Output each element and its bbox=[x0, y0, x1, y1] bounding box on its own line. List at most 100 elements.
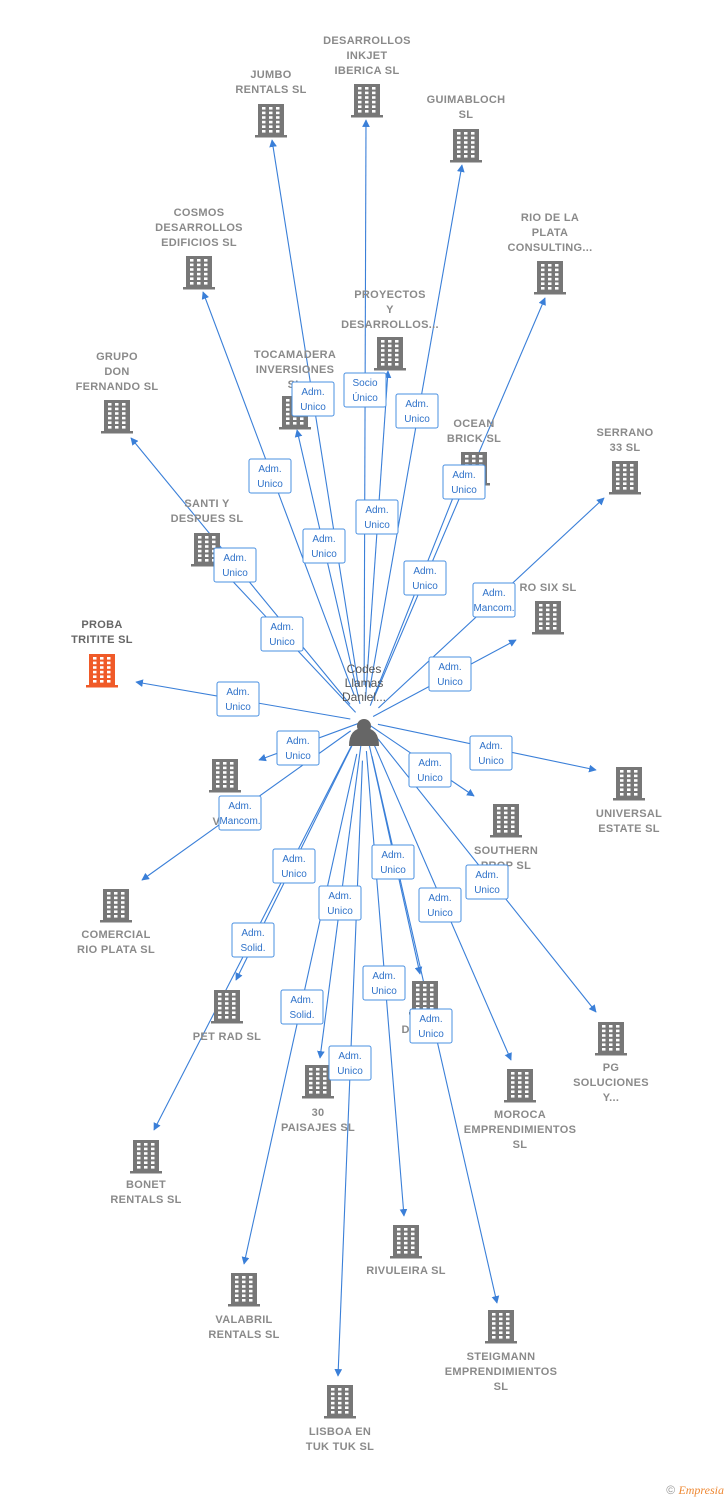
company-label-line: PLATA bbox=[532, 227, 569, 239]
relation-label-text: Adm. bbox=[452, 470, 475, 481]
relation-label-riodelaplata[interactable]: Adm.Unico bbox=[442, 464, 486, 500]
relation-label-rosix[interactable]: Adm.Unico bbox=[428, 656, 472, 692]
relation-label-box bbox=[362, 965, 406, 1001]
building-icon bbox=[324, 1385, 356, 1419]
relation-label-box bbox=[409, 1008, 453, 1044]
relation-label-text: Adm. bbox=[475, 870, 498, 881]
relation-label-proba[interactable]: Adm.Unico bbox=[216, 681, 260, 717]
company-label-line: RO SIX SL bbox=[519, 582, 576, 594]
relation-label-box bbox=[291, 381, 335, 417]
relation-label-text: Unico bbox=[269, 637, 295, 648]
building-icon bbox=[613, 767, 645, 801]
relation-label-text: Adm. bbox=[413, 566, 436, 577]
relation-label-santi[interactable]: Adm.Unico bbox=[260, 616, 304, 652]
footer-brand[interactable]: © Empresia bbox=[666, 1483, 724, 1498]
company-label-line: BRICK SL bbox=[447, 433, 501, 445]
company-label-line: SL bbox=[459, 109, 474, 121]
relation-label-text: Adm. bbox=[286, 736, 309, 747]
building-icon bbox=[209, 759, 241, 793]
company-node-rivuleira[interactable]: RIVULEIRA SL bbox=[366, 1225, 446, 1277]
relation-label-tocamadera[interactable]: Adm.Unico bbox=[302, 528, 346, 564]
relation-label-box bbox=[216, 681, 260, 717]
relation-label-text: Adm. bbox=[405, 399, 428, 410]
company-label-line: TOCAMADERA bbox=[254, 349, 336, 361]
company-node-southern[interactable]: SOUTHERNPROP SL bbox=[474, 804, 538, 872]
relation-label-universal[interactable]: Adm.Unico bbox=[469, 735, 513, 771]
company-label-line: CONSULTING... bbox=[508, 242, 593, 254]
company-label-line: BONET bbox=[126, 1179, 166, 1191]
center-person[interactable]: CodesLlamasDaniel... bbox=[342, 662, 386, 746]
relation-label-petrad[interactable]: Adm.Unico bbox=[272, 848, 316, 884]
relation-label-steigmann[interactable]: Adm.Unico bbox=[409, 1008, 453, 1044]
relation-label-guimabloch[interactable]: Adm.Unico bbox=[395, 393, 439, 429]
company-label-line: GRUPO bbox=[96, 351, 138, 363]
company-node-petrad[interactable]: PET RAD SL bbox=[193, 990, 261, 1043]
company-node-rosix[interactable]: RO SIX SL bbox=[519, 582, 576, 635]
relation-label-lisboa[interactable]: Adm.Unico bbox=[328, 1045, 372, 1081]
relation-label-text: Socio bbox=[352, 378, 377, 389]
relation-label-text: Adm. bbox=[241, 928, 264, 939]
relation-label-box bbox=[408, 752, 452, 788]
company-label-line: PAISAJES SL bbox=[281, 1122, 355, 1134]
relation-label-serrano[interactable]: Adm.Mancom. bbox=[472, 582, 516, 618]
company-label-line: RIO DE LA bbox=[521, 212, 579, 224]
building-icon bbox=[595, 1022, 627, 1056]
relation-label-text: Unico bbox=[337, 1066, 363, 1077]
relation-label-box bbox=[469, 735, 513, 771]
relation-label-paisajes[interactable]: Adm.Unico bbox=[318, 885, 362, 921]
relation-label-ocean[interactable]: Adm.Unico bbox=[403, 560, 447, 596]
relation-label-valabril[interactable]: Adm.Solid. bbox=[280, 989, 324, 1025]
relation-label-delt[interactable]: Adm.Unico bbox=[371, 844, 415, 880]
relation-label-comercial[interactable]: Adm.Mancom. bbox=[218, 795, 262, 831]
company-label-line: VALABRIL bbox=[215, 1314, 272, 1326]
company-label-line: RIVULEIRA SL bbox=[366, 1265, 446, 1277]
company-label-line: EMPRENDIMIENTOS bbox=[445, 1366, 557, 1378]
company-node-proyectos[interactable]: PROYECTOSYDESARROLLOS... bbox=[341, 289, 439, 371]
building-icon bbox=[374, 337, 406, 371]
relation-label-box bbox=[231, 922, 275, 958]
relation-label-text: Adm. bbox=[482, 588, 505, 599]
relation-label-cvill[interactable]: Adm.Unico bbox=[276, 730, 320, 766]
relation-label-rivuleira[interactable]: Adm.Unico bbox=[362, 965, 406, 1001]
relation-label-cosmos[interactable]: Adm.Unico bbox=[291, 381, 335, 417]
building-icon bbox=[302, 1065, 334, 1099]
relation-label-moroca[interactable]: Adm.Unico bbox=[418, 887, 462, 923]
company-label-line: RENTALS SL bbox=[235, 84, 306, 96]
relation-label-jumbo[interactable]: Adm.Unico bbox=[248, 458, 292, 494]
edge-labels-layer: Adm.UnicoAdm.UnicoAdm.UnicoAdm.UnicoAdm.… bbox=[213, 372, 516, 1081]
relation-label-inkjet[interactable]: Adm.Unico bbox=[355, 499, 399, 535]
company-node-tocamadera[interactable]: TOCAMADERAINVERSIONESSL bbox=[254, 349, 336, 430]
relation-label-text: Mancom. bbox=[219, 816, 260, 827]
building-icon bbox=[211, 990, 243, 1024]
relation-label-southern[interactable]: Adm.Unico bbox=[408, 752, 452, 788]
relation-label-bonet[interactable]: Adm.Solid. bbox=[231, 922, 275, 958]
relation-label-text: Adm. bbox=[438, 662, 461, 673]
company-node-pg[interactable]: PGSOLUCIONESY... bbox=[573, 1022, 649, 1104]
relation-label-box bbox=[371, 844, 415, 880]
relation-label-box bbox=[328, 1045, 372, 1081]
company-label-line: DON bbox=[104, 366, 129, 378]
relation-label-text: Unico bbox=[371, 986, 397, 997]
company-node-riodelaplata[interactable]: RIO DE LA PLATA CONSULTING... bbox=[508, 212, 593, 295]
building-icon bbox=[130, 1140, 162, 1174]
company-label-line: SL bbox=[513, 1139, 528, 1151]
relation-label-pg[interactable]: Adm.Unico bbox=[465, 864, 509, 900]
relation-label-text: Unico bbox=[478, 756, 504, 767]
relation-label-grupodon[interactable]: Adm.Unico bbox=[213, 547, 257, 583]
